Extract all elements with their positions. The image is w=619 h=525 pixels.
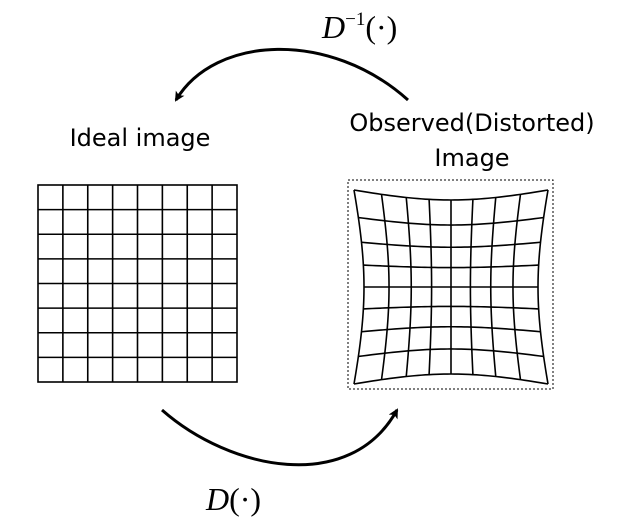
distorted-grid-vertical-line <box>353 189 365 385</box>
forward-mapping-label: D(·) <box>205 481 261 517</box>
observed-label-line1: Observed(Distorted) <box>349 109 594 137</box>
forward-argument: (·) <box>229 481 261 517</box>
inverse-mapping-label: D−1(·) <box>321 9 397 45</box>
inverse-symbol: D <box>321 9 345 45</box>
distorted-grid-horizontal-line <box>353 189 549 201</box>
distorted-grid-horizontal-line <box>361 325 541 333</box>
distorted-grid-horizontal-line <box>358 216 544 226</box>
distorted-grid-horizontal-line <box>363 264 539 269</box>
distorted-grid-vertical-line <box>537 189 549 385</box>
distorted-grid-horizontal-line <box>358 348 544 358</box>
forward-symbol: D <box>205 481 229 517</box>
distorted-grid <box>353 189 549 385</box>
distorted-image-frame <box>347 179 554 390</box>
inverse-mapping-arrow <box>174 47 410 102</box>
inverse-argument: (·) <box>365 9 397 45</box>
inverse-exponent: −1 <box>345 9 365 30</box>
ideal-image-label: Ideal image <box>70 124 211 152</box>
distorted-grid-horizontal-line <box>363 305 539 310</box>
distorted-grid-horizontal-line <box>361 241 541 249</box>
forward-mapping-arrow <box>161 408 399 467</box>
ideal-grid <box>37 184 238 383</box>
distorted-grid-horizontal-line <box>353 373 549 385</box>
observed-label-line2: Image <box>434 144 509 172</box>
